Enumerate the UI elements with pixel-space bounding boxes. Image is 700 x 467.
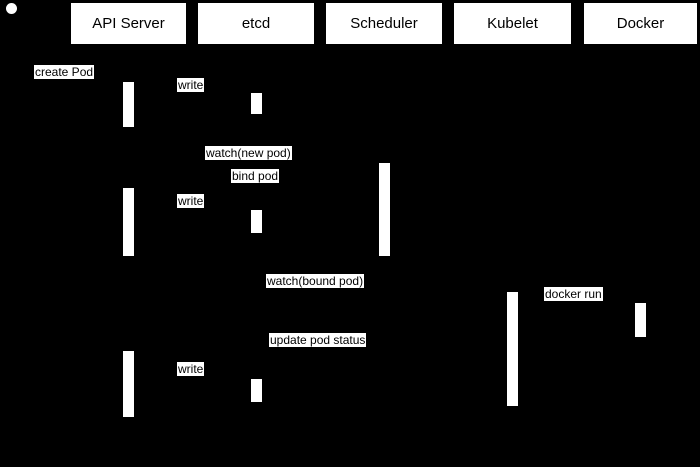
message-label-create-pod: create Pod [34,65,95,79]
message-label-watch-bound-pod: watch(bound pod) [266,274,365,288]
actor-box-scheduler: Scheduler [325,2,443,45]
activation-bar-kubelet [507,292,518,406]
message-label-write: write [177,362,205,376]
activation-bar-api-server [123,82,134,127]
message-label-write: write [177,78,205,92]
actor-label: Kubelet [487,15,538,32]
activation-bar-api-server [123,351,134,417]
activation-bar-etcd [251,379,262,402]
activation-bar-scheduler [379,163,390,256]
actor-label: etcd [241,15,271,32]
message-label-write: write [177,194,205,208]
actor-box-api-server: API Server [70,2,187,45]
actor-box-docker: Docker [583,2,698,45]
activation-bar-etcd [251,93,262,114]
activation-bar-etcd [251,210,262,233]
actor-box-etcd: etcd [197,2,315,45]
actor-label: Docker [616,15,665,32]
message-label-update-pod-status: update pod status [269,333,367,347]
actor-label: Scheduler [350,15,418,32]
message-label-bind-pod: bind pod [231,169,280,183]
actor-label: API Server [92,15,165,32]
activation-bar-api-server [123,188,134,256]
initial-node-icon [6,3,17,14]
activation-bar-docker [635,303,646,337]
actor-box-kubelet: Kubelet [453,2,572,45]
message-label-docker-run: docker run [544,287,603,301]
message-label-watch-new-pod: watch(new pod) [205,146,292,160]
